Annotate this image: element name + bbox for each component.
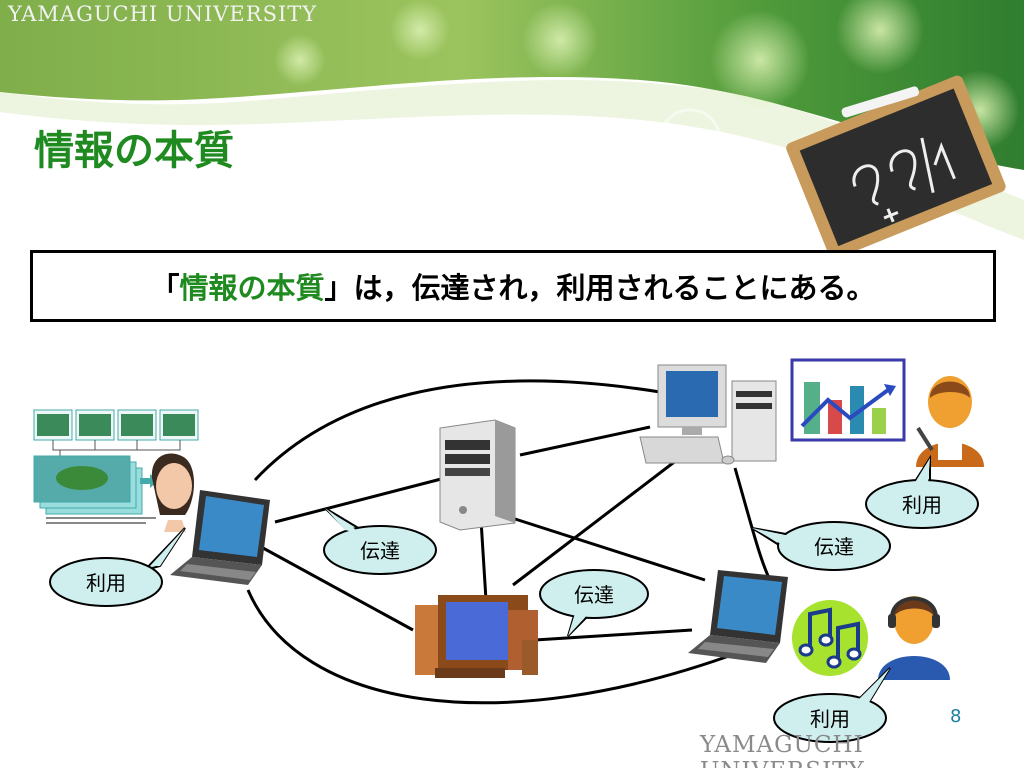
chalkboard-icon: [786, 75, 1006, 260]
statement-keyword: 情報の本質: [179, 271, 325, 305]
video-frames-icon: [33, 409, 199, 524]
statement-box: 「情報の本質」は，伝達され，利用されることにある。: [30, 250, 996, 322]
server-tower-icon: [439, 419, 516, 531]
bubble-transmit-right: 伝達: [751, 521, 891, 571]
bubble-transmit-left: 伝達: [323, 507, 437, 575]
university-logo-bottom: YAMAGUCHI UNIVERSITY: [700, 732, 864, 768]
page-number: 8: [950, 706, 962, 727]
bubble-use-bottom-right-label: 利用: [810, 707, 850, 731]
bubble-transmit-right-label: 伝達: [814, 535, 854, 559]
statement-open-bracket: 「: [150, 271, 180, 305]
headset-person-icon: [878, 596, 950, 680]
laptop-left-icon: [170, 490, 270, 585]
laptop-right-icon: [688, 570, 788, 663]
slide-title: 情報の本質: [34, 128, 234, 174]
music-note-icon: [792, 600, 868, 676]
bubble-use-left: 利用: [49, 527, 186, 607]
leaf-header-background: [0, 0, 1024, 240]
bubble-use-bottom-right: 利用: [773, 667, 891, 743]
bubble-transmit-left-label: 伝達: [360, 539, 400, 563]
bubble-transmit-center-label: 伝達: [574, 583, 614, 607]
statement-rest: 」は，伝達され，利用されることにある。: [324, 271, 876, 305]
businessman-icon: [916, 376, 984, 467]
crt-computer-icon: [415, 595, 538, 678]
university-logo-top: YAMAGUCHI UNIVERSITY: [8, 2, 318, 26]
connection-lines: [246, 379, 772, 705]
desktop-computer-icon: [639, 364, 777, 465]
bubble-use-left-label: 利用: [86, 571, 126, 595]
bubble-use-top-right: 利用: [865, 454, 979, 529]
woman-icon: [151, 453, 195, 532]
bar-chart-icon: [790, 358, 906, 442]
bubble-use-top-right-label: 利用: [902, 493, 942, 517]
bubble-transmit-center: 伝達: [539, 569, 649, 637]
